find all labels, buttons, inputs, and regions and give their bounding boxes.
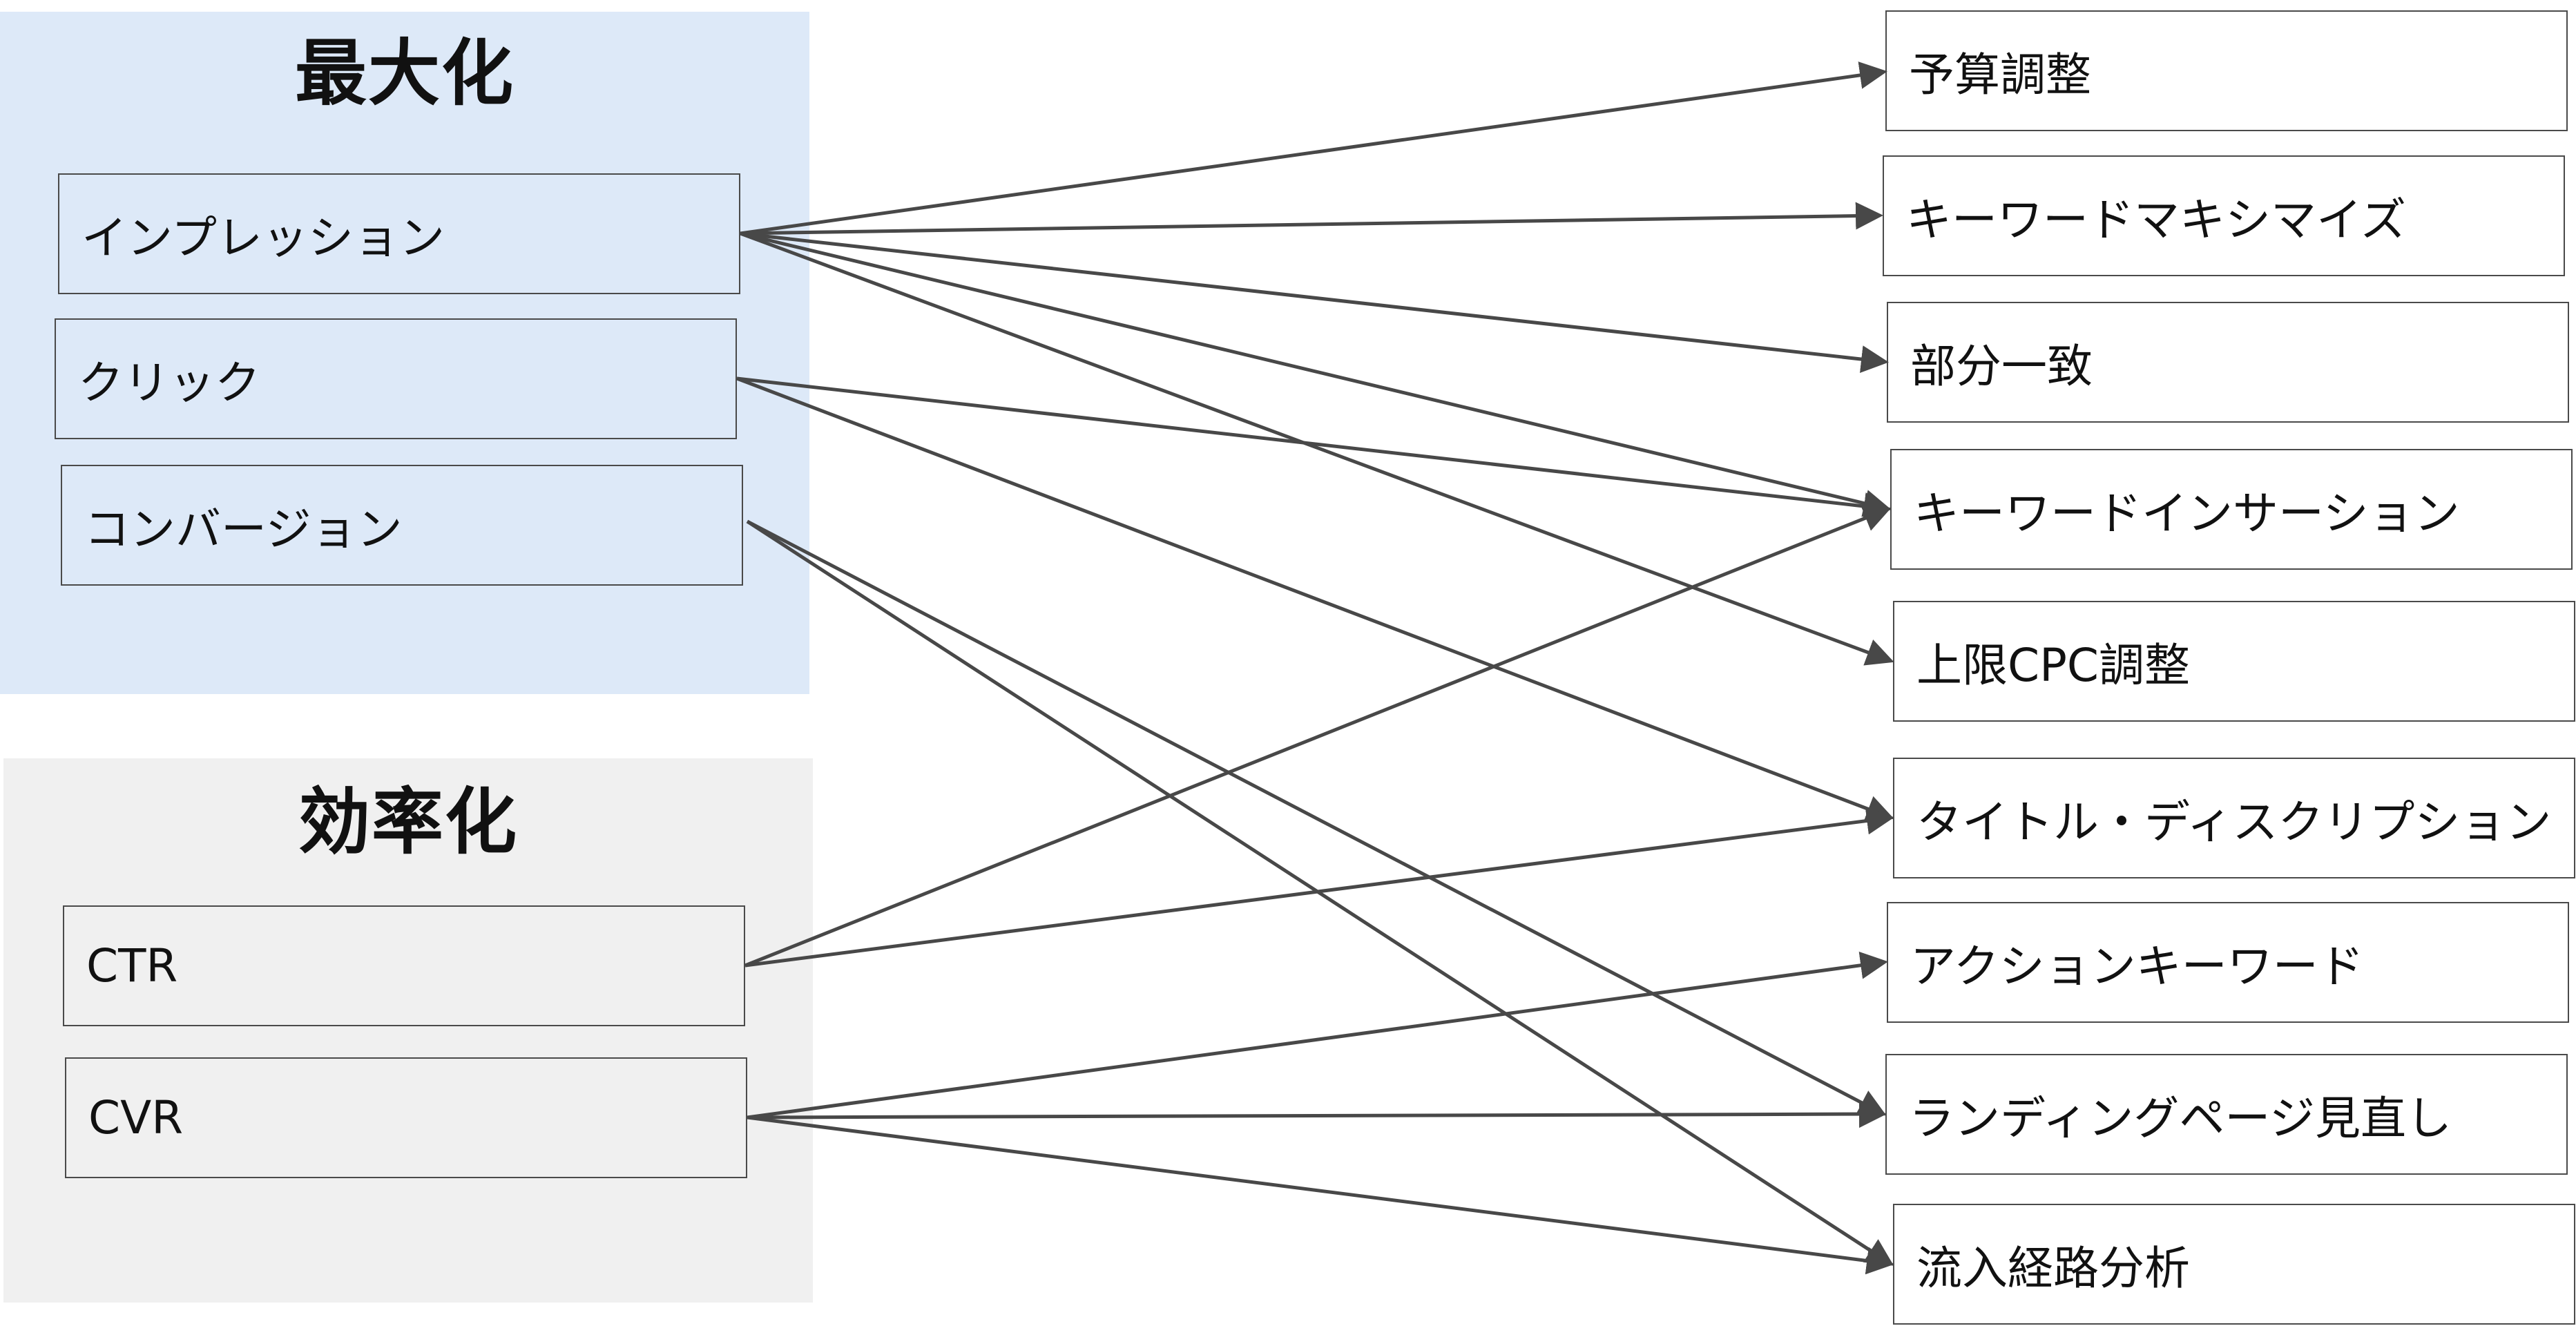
action-landing-page-review: ランディングページ見直し — [1885, 1054, 2568, 1175]
arrow-cvr-to-action-keyword — [747, 951, 1888, 1120]
metric-impression: インプレッション — [58, 173, 740, 294]
metric-cvr: CVR — [65, 1057, 747, 1178]
action-title-description: タイトル・ディスクリプション — [1893, 758, 2575, 878]
arrow-ctr-to-keyword-insertion — [744, 505, 1892, 968]
arrow-impression-to-partial-match — [740, 231, 1889, 373]
action-keyword-insertion: キーワードインサーション — [1890, 449, 2573, 570]
action-keyword-maximize: キーワードマキシマイズ — [1883, 155, 2565, 276]
action-traffic-path-analysis: 流入経路分析 — [1893, 1204, 2575, 1325]
action-partial-match: 部分一致 — [1887, 302, 2569, 423]
action-budget-adjustment: 予算調整 — [1885, 10, 2568, 131]
arrow-impression-to-max-cpc — [740, 231, 1894, 666]
metric-click: クリック — [55, 318, 737, 439]
arrow-impression-to-budget — [740, 61, 1887, 236]
arrow-impression-to-keyword-maximize — [740, 202, 1883, 236]
efficiency-group-title: 効率化 — [298, 780, 518, 864]
action-max-cpc-adjustment: 上限CPC調整 — [1893, 601, 2575, 722]
arrow-conversion-to-landing-page — [746, 519, 1887, 1116]
arrow-impression-to-keyword-insertion — [740, 231, 1892, 517]
action-action-keyword: アクションキーワード — [1887, 902, 2569, 1023]
metric-conversion: コンバージョン — [61, 465, 743, 586]
maximize-group-title: 最大化 — [294, 31, 515, 115]
arrow-click-to-title-description — [736, 376, 1894, 823]
arrow-ctr-to-title-description — [744, 807, 1894, 968]
arrow-cvr-to-landing-page — [747, 1100, 1887, 1128]
efficiency-group: 効率化 — [3, 758, 813, 1303]
arrow-cvr-to-traffic-path — [747, 1115, 1894, 1275]
arrow-click-to-keyword-insertion — [736, 376, 1892, 520]
maximize-group: 最大化 — [0, 12, 809, 694]
arrow-conversion-to-traffic-path — [746, 519, 1894, 1266]
metric-ctr: CTR — [63, 905, 745, 1026]
